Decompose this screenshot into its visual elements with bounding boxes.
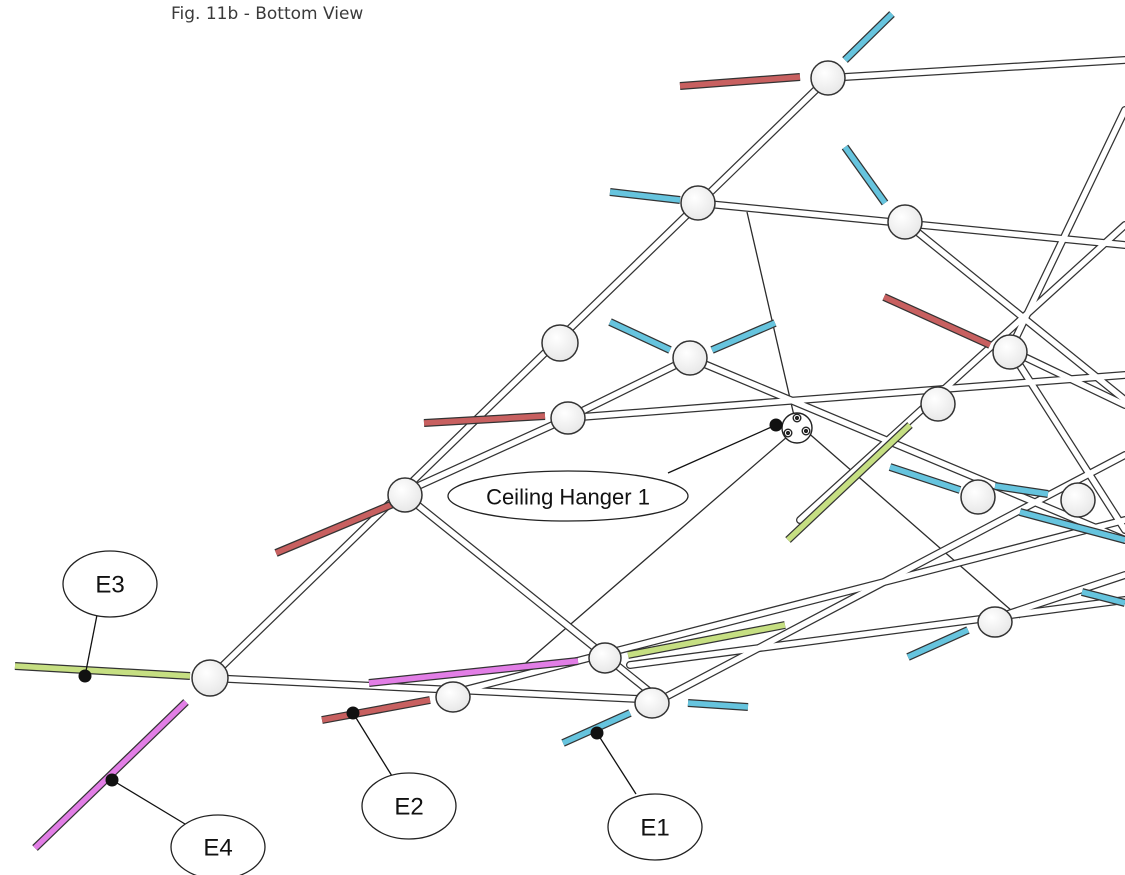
rod-blue: [889, 464, 961, 493]
frame-tubes-outline: [206, 56, 1125, 704]
ceiling-hanger-plate: [781, 412, 813, 444]
rod-red-e2: [321, 697, 431, 723]
hub-node: [810, 60, 846, 96]
hub-node: [550, 401, 586, 435]
rod-blue: [1081, 589, 1125, 606]
rod-blue: [1019, 509, 1125, 543]
marker-dot-e3: [78, 669, 92, 683]
hub-node: [680, 185, 716, 221]
cable: [804, 429, 1021, 619]
hub-node: [920, 386, 956, 422]
rod-blue: [906, 627, 970, 660]
hub-node: [960, 479, 996, 515]
rod-red: [882, 294, 992, 348]
rod-red: [274, 501, 395, 556]
callout-e4-label: E4: [203, 835, 232, 862]
rod-blue: [842, 145, 888, 205]
rod-green: [627, 622, 786, 658]
hub-node: [887, 204, 923, 240]
marker-dots: [78, 418, 783, 787]
connector-hubs: [191, 60, 1096, 719]
callout-e4-bubble: [170, 814, 266, 875]
callout-e1-label: E1: [640, 815, 669, 842]
frame-tubes-fill: [207, 57, 1125, 703]
callout-e1-bubble: [607, 793, 703, 861]
marker-dot-e4: [105, 773, 119, 787]
leader-lines: [84, 424, 777, 825]
marker-dot-ceiling-hanger: [769, 418, 783, 432]
rod-blue: [608, 319, 672, 353]
rod-red: [423, 413, 546, 426]
rod-red: [679, 74, 801, 89]
callout-e3-bubble: [62, 550, 158, 618]
suspension-cables: [519, 211, 1021, 669]
callout-ceiling-hanger-bubble: [447, 470, 689, 522]
figure-title: Fig. 11b - Bottom View: [171, 4, 364, 24]
hub-node: [191, 659, 229, 697]
hub-node: [541, 324, 579, 362]
hub-node: [977, 606, 1013, 638]
rod-green: [786, 422, 912, 543]
callout-labels: Ceiling Hanger 1 E3 E2 E1 E4: [95, 485, 669, 862]
hub-node: [634, 687, 670, 719]
callout-ceiling-hanger-label: Ceiling Hanger 1: [486, 485, 650, 510]
rod-blue: [687, 700, 749, 710]
cable: [746, 211, 796, 421]
hub-node: [1060, 482, 1096, 518]
hub-node: [435, 681, 471, 713]
marker-dot-e2: [346, 706, 360, 720]
callout-e2-label: E2: [394, 794, 423, 821]
hub-node: [992, 334, 1028, 370]
callout-e2-bubble: [361, 772, 457, 840]
rod-blue: [994, 483, 1049, 497]
callout-bubbles: [62, 470, 703, 875]
rod-green-e3: [14, 663, 191, 679]
rod-blue: [710, 320, 777, 353]
rod-blue: [843, 12, 894, 62]
marker-dot-e1: [590, 726, 604, 740]
hub-node: [387, 477, 423, 513]
hub-node: [672, 340, 708, 376]
light-rods: [14, 12, 1125, 850]
hub-node: [588, 642, 622, 674]
callout-e3-label: E3: [95, 572, 124, 599]
rod-blue: [609, 189, 681, 203]
rod-pink: [368, 658, 579, 686]
